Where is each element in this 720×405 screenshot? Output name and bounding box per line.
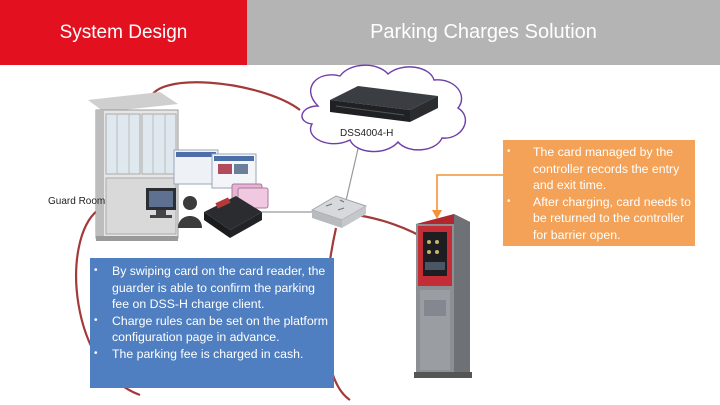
cable-server-switch [344, 139, 361, 206]
callout-arrow-icon [432, 174, 503, 219]
list-item: By swiping card on the card reader, the … [90, 263, 328, 313]
page-title: Parking Charges Solution [370, 21, 597, 43]
list-item: After charging, card needs to be returne… [503, 194, 691, 244]
guard-booth-icon [88, 92, 179, 241]
card-reader-icon [204, 196, 262, 238]
server-label: DSS4004-H [340, 128, 394, 139]
right-notes-list: The card managed by the controller recor… [503, 144, 691, 243]
guard-room-label: Guard Room [48, 196, 106, 207]
left-notes-list: By swiping card on the card reader, the … [90, 263, 328, 362]
cable-guardroom [148, 81, 301, 111]
list-item: Charge rules can be set on the platform … [90, 313, 328, 346]
page-title-bar: Parking Charges Solution [247, 0, 720, 65]
right-notes-box: The card managed by the controller recor… [503, 140, 695, 246]
section-title: System Design [59, 21, 188, 43]
list-item: The parking fee is charged in cash. [90, 346, 328, 363]
software-screenshot-icon [173, 149, 257, 189]
section-title-tab: System Design [0, 0, 247, 65]
list-item: The card managed by the controller recor… [503, 144, 691, 194]
barrier-controller-icon [414, 214, 472, 378]
network-switch-icon [310, 195, 368, 228]
left-notes-box: By swiping card on the card reader, the … [90, 258, 334, 388]
client-workstation-icon [146, 188, 202, 228]
nvr-server-icon [330, 86, 438, 122]
